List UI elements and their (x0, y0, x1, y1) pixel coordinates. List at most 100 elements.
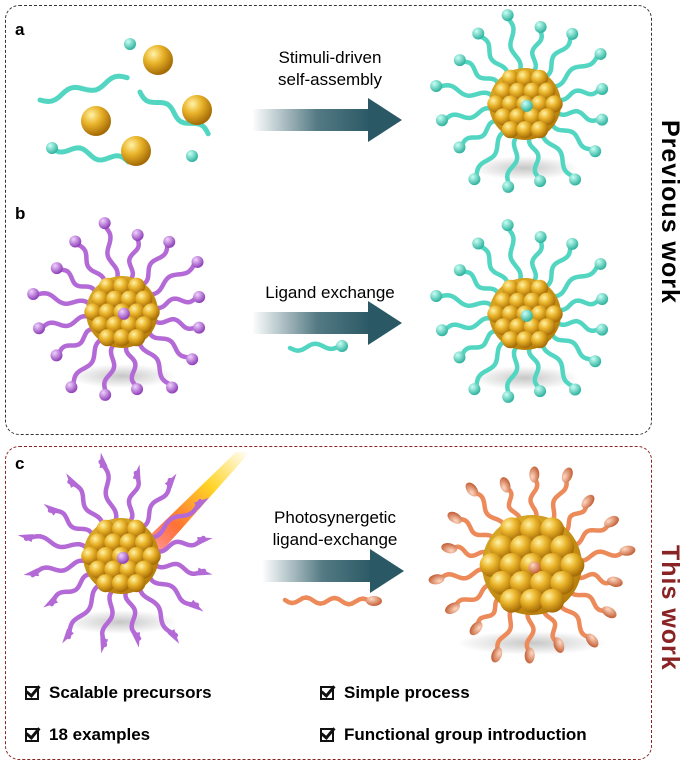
ligand-head (117, 307, 130, 320)
ligand-head (98, 217, 111, 230)
gold-atom (530, 535, 555, 560)
gold-atom (531, 331, 549, 349)
gold-atom (523, 318, 541, 336)
gold-atom (96, 574, 115, 593)
ground-shadows (64, 156, 607, 655)
gold-atom (119, 560, 138, 579)
ligand-head (194, 497, 209, 510)
gold-atom (499, 588, 524, 613)
ligand-head (435, 114, 448, 127)
ligand-chain (136, 477, 173, 532)
gold-atom (538, 292, 556, 310)
gold-atom (487, 305, 505, 323)
gold-atom (531, 121, 549, 139)
gold-atom (509, 570, 534, 595)
gold-atom (523, 82, 541, 100)
gold-nanoparticle (81, 106, 111, 136)
ligand-head (534, 230, 547, 243)
ligand-head (534, 20, 547, 33)
gold-nanoparticle (121, 136, 151, 166)
ligand-chain (552, 84, 605, 103)
gold-atom (540, 553, 565, 577)
nanoparticle-cores (81, 68, 585, 615)
ligand-head (186, 150, 198, 162)
ligand-chain (567, 517, 613, 548)
ligand-head (46, 142, 58, 154)
gold-atom (142, 303, 160, 321)
ligand-head (430, 80, 443, 93)
gold-atom (119, 533, 138, 552)
ligand-chain (37, 313, 95, 333)
gold-atom (545, 305, 563, 323)
ligand-head (453, 351, 466, 364)
ligand-head (43, 503, 59, 516)
feature-label: 18 examples (49, 725, 151, 744)
ligand-chain (67, 479, 106, 532)
ligand-chain (528, 234, 544, 287)
ligand-head (193, 290, 206, 303)
gold-atom (135, 533, 154, 552)
gold-atom (135, 560, 154, 579)
ligand-head (596, 113, 609, 126)
ligand-head (66, 473, 78, 488)
ligand-head (166, 381, 179, 394)
ligand-head (601, 606, 617, 619)
gold-atom (545, 95, 563, 113)
ligand-chain (30, 291, 95, 309)
gold-atom (516, 279, 534, 297)
ligand-head (604, 515, 619, 528)
ligand-head (188, 599, 204, 612)
ligand-head (596, 82, 609, 95)
gold-atom (489, 535, 514, 560)
gold-atom (127, 519, 146, 538)
ligand-head (566, 237, 579, 250)
ligand-chain (552, 317, 605, 333)
gold-atom (523, 108, 541, 126)
ligand-chain (145, 498, 203, 541)
ligand-head (472, 237, 485, 250)
free-ligand (47, 143, 131, 165)
ligand-head (606, 576, 623, 587)
caption-c-line1: Photosynergetic (274, 508, 396, 527)
feature-item: 18 examples (25, 725, 150, 745)
ligand-chain (548, 260, 602, 300)
ligand-chain (23, 534, 92, 552)
particle-shadow (471, 366, 579, 390)
ligand-head (99, 452, 108, 469)
gold-atom (538, 108, 556, 126)
gold-atom (509, 535, 534, 560)
ligand-head (581, 494, 595, 509)
gold-nanoparticle (182, 95, 212, 125)
ligand-chain (474, 32, 511, 81)
gold-atom (538, 82, 556, 100)
gold-atom (531, 305, 549, 323)
ligand-head (534, 385, 547, 398)
ligand-head (569, 173, 582, 186)
particle-shadow (68, 364, 176, 388)
gold-atom (516, 121, 534, 139)
ligand-chain (526, 341, 545, 394)
free-particles (37, 38, 382, 607)
ligand-head (589, 355, 602, 368)
gold-atom (509, 292, 527, 310)
ligand-head (468, 173, 481, 186)
arrow-b (252, 301, 402, 345)
gold-atom (98, 303, 116, 321)
gold-atom (91, 316, 109, 334)
caption-a: Stimuli-driven self-assembly (240, 47, 420, 91)
ligand-head (27, 288, 40, 301)
ligand-chain (125, 232, 141, 285)
gold-atom (538, 318, 556, 336)
gold-atom (479, 553, 504, 577)
ligand-head (196, 567, 213, 576)
gold-atom (509, 108, 527, 126)
this-work-panel (5, 446, 652, 760)
gold-atom (516, 331, 534, 349)
gold-atom (106, 316, 124, 334)
panel-label-b: b (15, 204, 26, 223)
ligand-head (65, 381, 78, 394)
ligand-head (441, 543, 458, 554)
gold-atom (531, 279, 549, 297)
gold-atom (487, 95, 505, 113)
gold-atom (127, 546, 146, 566)
